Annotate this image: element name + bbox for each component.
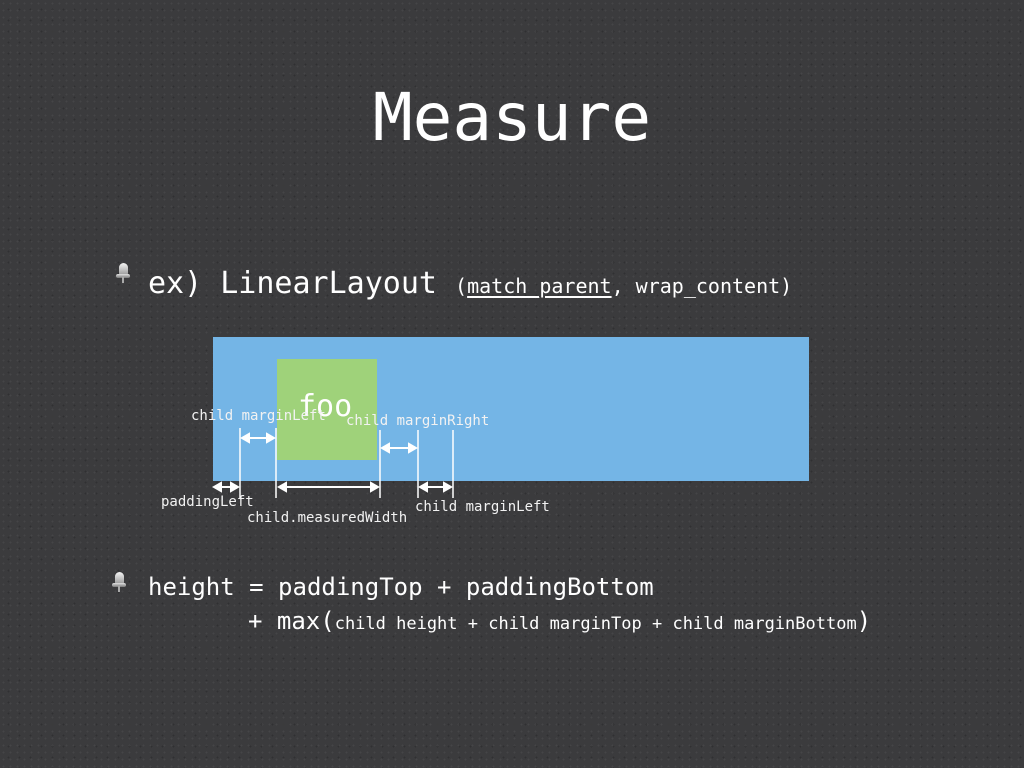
child-margin-left-label: child marginLeft [191,408,326,424]
match-parent-text: match_parent [467,274,612,298]
max-inner-text: child height + child marginTop + child m… [334,614,857,634]
max-suffix: ) [856,607,872,635]
arrowhead-right [266,432,277,444]
child-foo-label: foo [298,389,353,424]
max-prefix: + max( [248,607,335,635]
height-formula-line2: + max(child height + child marginTop + c… [248,606,871,639]
next-child-margin-left-label: child marginLeft [415,499,550,515]
example-prefix: ex) LinearLayout [148,266,437,301]
paren-open: ( [455,274,468,298]
height-formula-line1: height = paddingTop + paddingBottom [148,573,654,601]
pushpin-bullet-icon [112,572,126,592]
pushpin-bullet-icon [116,263,130,283]
child-margin-right-label: child marginRight [346,413,490,429]
padding-left-label: paddingLeft [161,494,254,510]
child-measured-width-label: child.measuredWidth [247,510,408,526]
arrowhead-left [239,432,250,444]
child-view-box [277,359,377,460]
wrap-content-text: , wrap_content) [611,274,793,298]
slide-title: Measure [372,79,652,156]
example-line: ex) LinearLayout (match_parent, wrap_con… [148,266,792,304]
